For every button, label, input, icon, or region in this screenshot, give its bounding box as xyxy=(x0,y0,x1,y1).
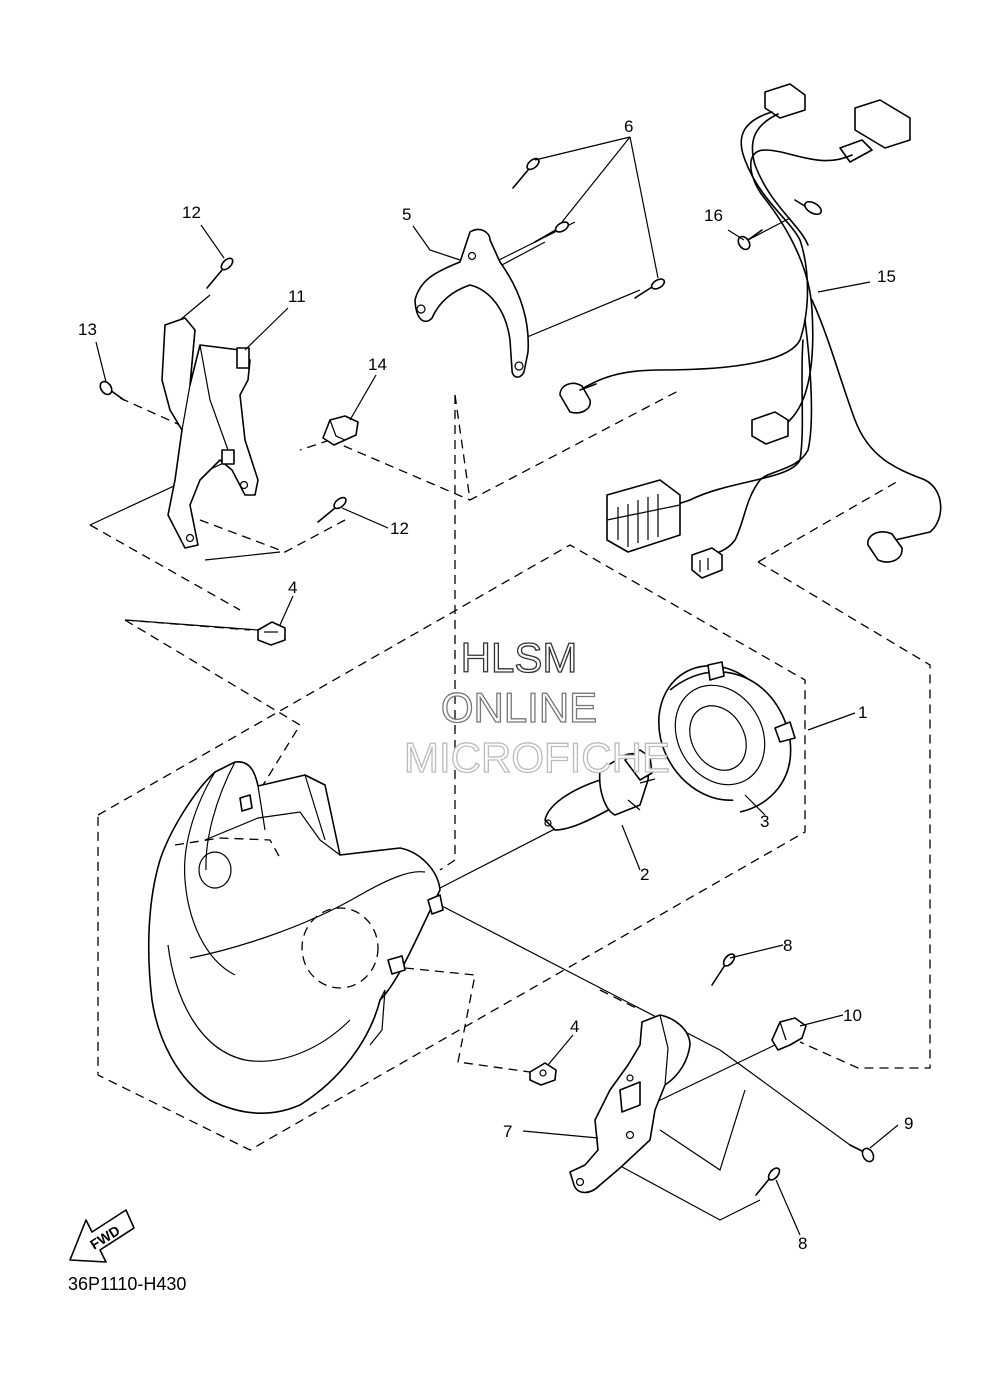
callout-10: 10 xyxy=(843,1006,862,1025)
callout-5: 5 xyxy=(402,205,411,224)
callout-14: 14 xyxy=(368,355,387,374)
callout-15: 15 xyxy=(877,267,896,286)
callout-16: 16 xyxy=(704,206,723,225)
upper-stay-bracket xyxy=(414,228,530,378)
callout-1: 1 xyxy=(858,703,867,722)
callout-3: 3 xyxy=(760,812,769,831)
callout-6: 6 xyxy=(624,117,633,136)
watermark-line2: ONLINE xyxy=(441,684,597,731)
clip-4-upper xyxy=(257,621,286,646)
callout-8-lower: 8 xyxy=(798,1234,807,1253)
watermark-line1: HLSM xyxy=(461,634,578,681)
clamp-14 xyxy=(322,415,359,446)
callout-4-upper: 4 xyxy=(288,578,297,597)
callout-12-top: 12 xyxy=(182,203,201,222)
callout-11: 11 xyxy=(288,287,306,306)
forward-direction-arrow: FWD xyxy=(69,1209,135,1263)
callout-7: 7 xyxy=(503,1122,512,1141)
callout-8-upper: 8 xyxy=(783,936,792,955)
left-headlight-bracket xyxy=(161,317,259,549)
wire-harness xyxy=(559,83,942,579)
diagram-code: 36P1110-H430 xyxy=(68,1274,186,1294)
callout-13: 13 xyxy=(78,320,97,339)
callout-2: 2 xyxy=(640,865,649,884)
headlight-socket-cover xyxy=(657,661,796,813)
headlight-body xyxy=(147,761,444,1114)
callout-12-lower: 12 xyxy=(390,519,409,538)
clip-4-lower xyxy=(529,1062,557,1086)
headlight-bulb xyxy=(544,749,656,831)
callout-4-lower: 4 xyxy=(570,1017,579,1036)
screws xyxy=(99,157,875,1196)
watermark: HLSM ONLINE MICROFICHE xyxy=(403,633,670,781)
clamp-10 xyxy=(771,1017,807,1051)
callout-leaders xyxy=(95,136,899,1236)
lower-headlight-bracket xyxy=(569,1014,691,1194)
watermark-line3: MICROFICHE xyxy=(404,734,670,781)
callout-numbers: 6 5 12 11 13 14 12 16 15 4 1 3 2 8 10 4 … xyxy=(78,117,913,1253)
callout-9: 9 xyxy=(904,1114,913,1133)
